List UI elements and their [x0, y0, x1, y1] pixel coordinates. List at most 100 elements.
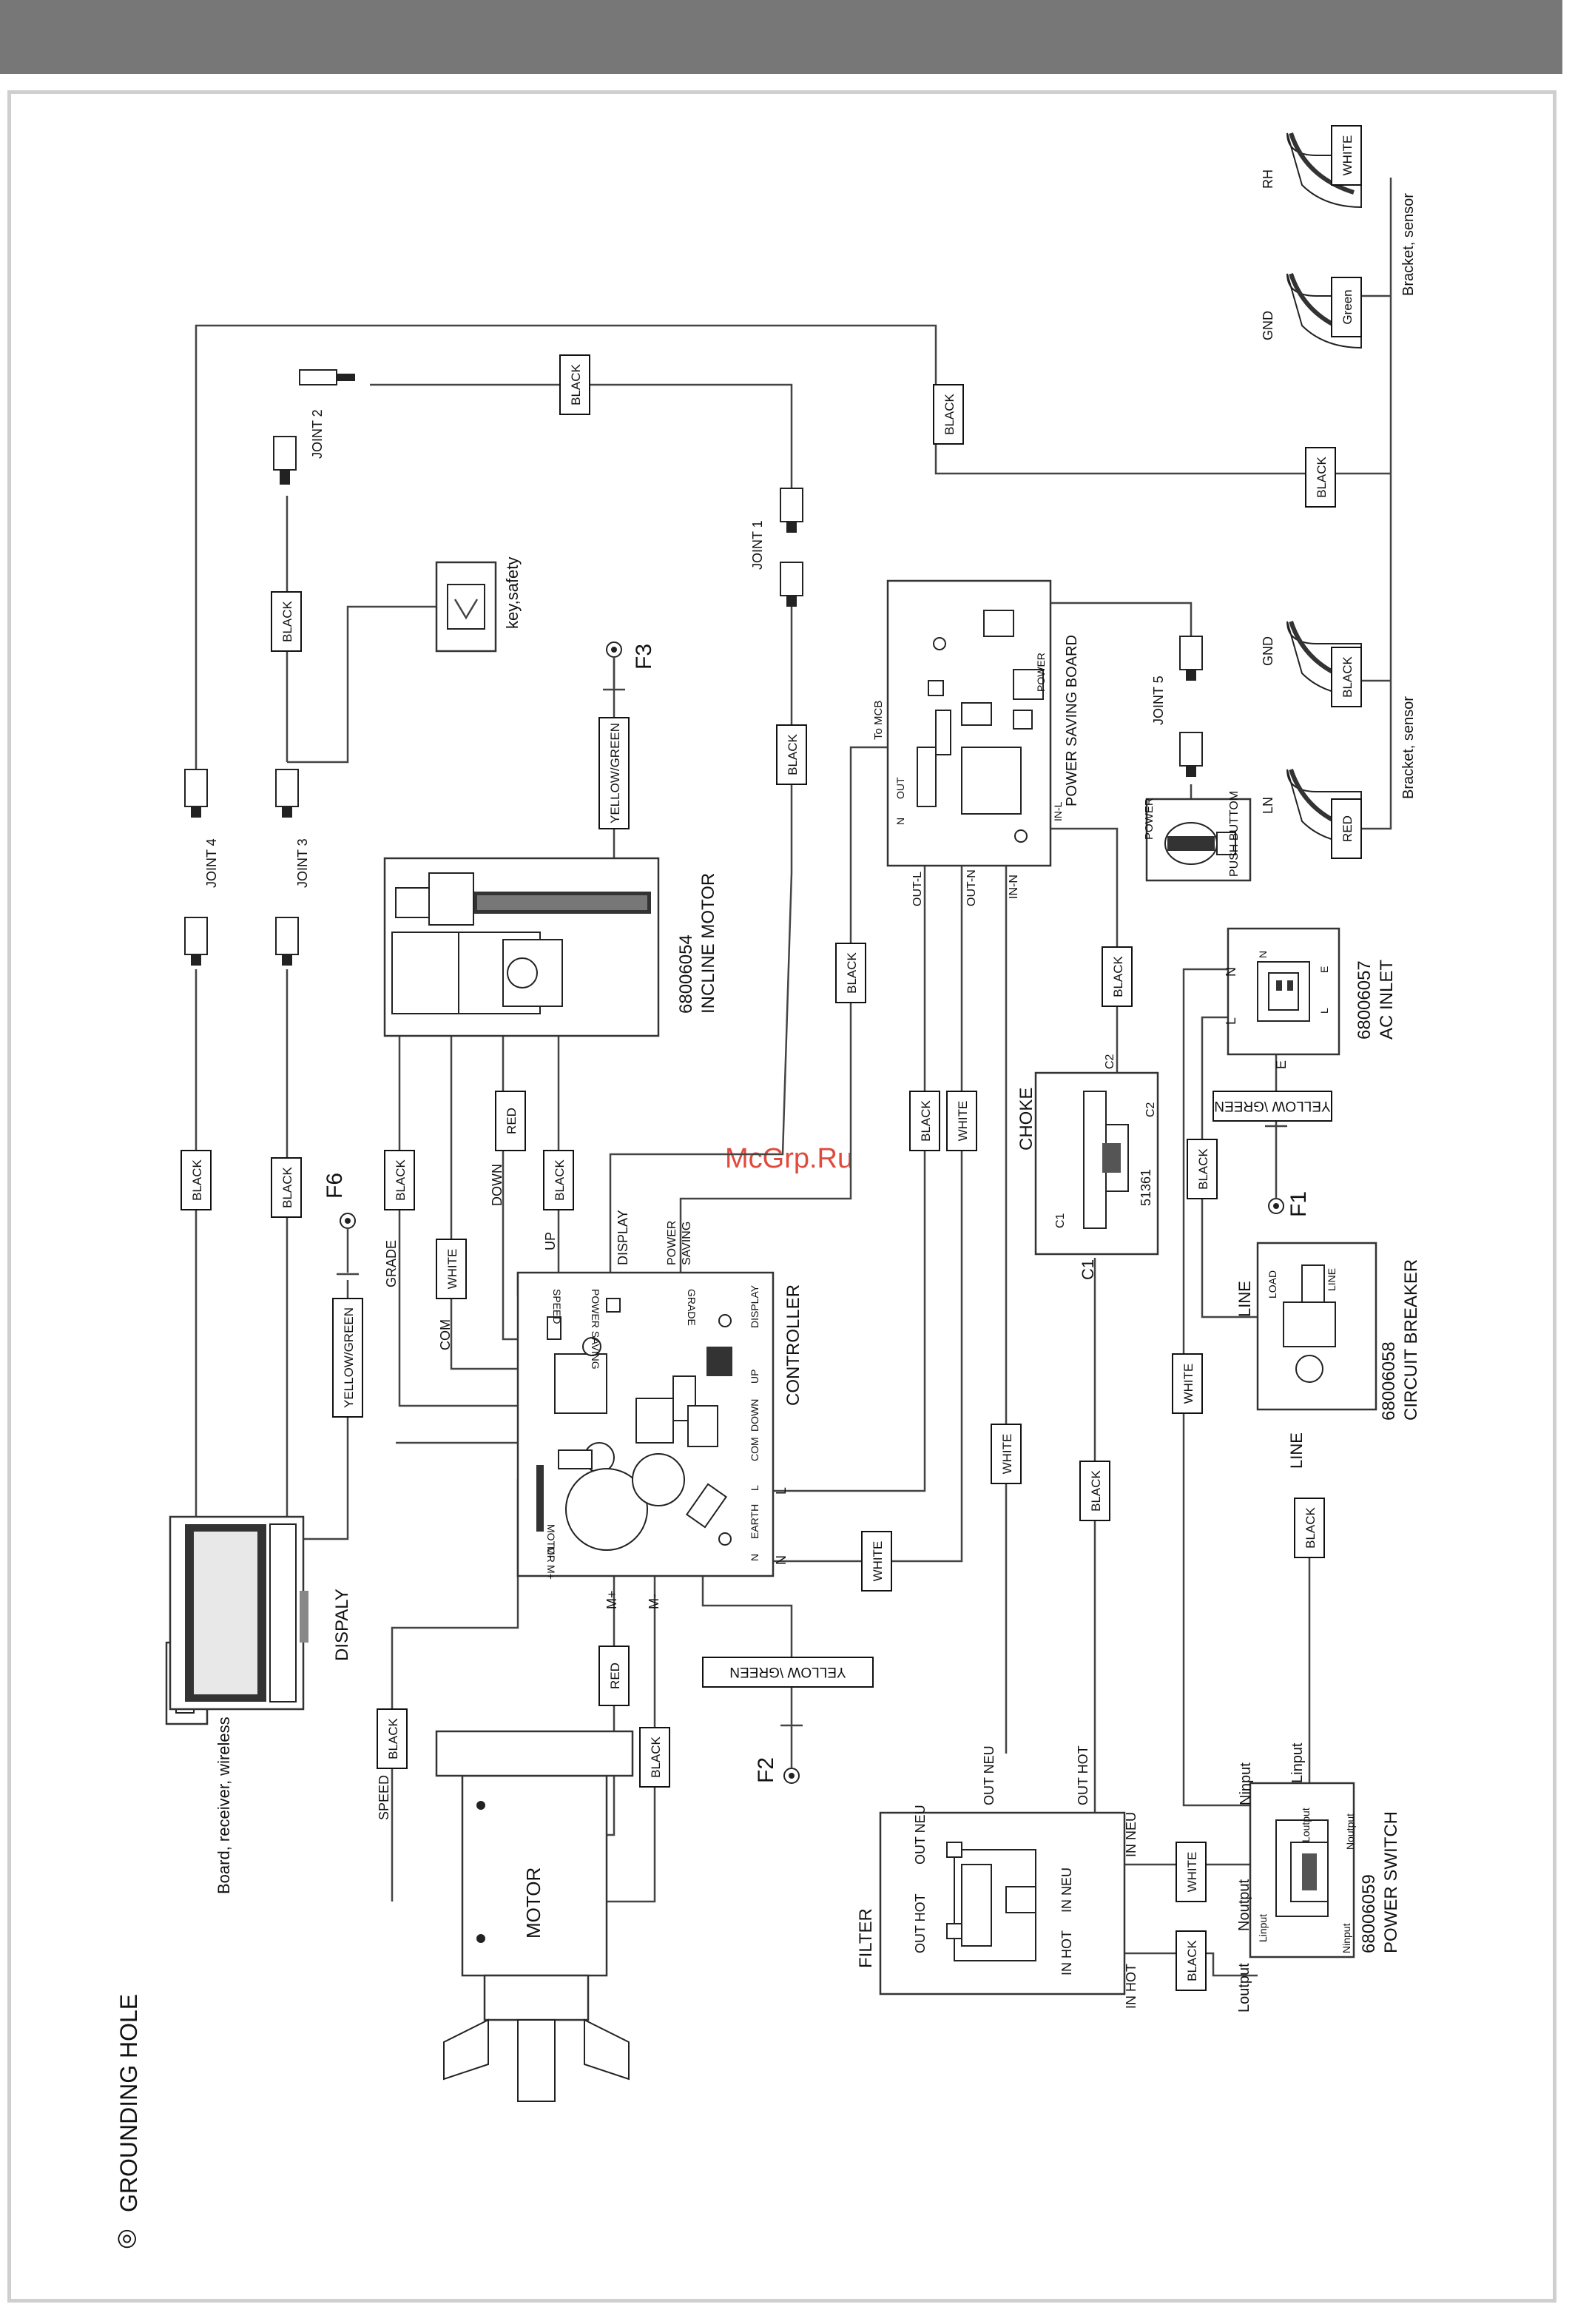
tag-white-outn: WHITE [946, 1091, 977, 1151]
svg-text:E: E [1318, 966, 1330, 973]
incline-motor [383, 857, 660, 1037]
svg-text:POWER: POWER [666, 1221, 678, 1265]
svg-text:Ninput: Ninput [1238, 1762, 1254, 1805]
svg-text:COM: COM [749, 1437, 760, 1461]
svg-text:N: N [749, 1554, 760, 1561]
joint-5a-connector [1179, 636, 1203, 681]
joint-3-label: JOINT 3 [295, 838, 310, 888]
joint-2-label: JOINT 2 [310, 409, 325, 459]
svg-text:Noutput: Noutput [1344, 1813, 1356, 1850]
svg-text:POWER: POWER [1143, 798, 1156, 840]
svg-text:M-: M- [647, 1594, 661, 1609]
power-switch [1249, 1782, 1355, 1958]
svg-text:Noutput: Noutput [1236, 1879, 1252, 1931]
svg-text:RED: RED [505, 1108, 519, 1134]
svg-text:Ninput: Ninput [1340, 1923, 1352, 1953]
svg-text:BLACK: BLACK [649, 1736, 663, 1777]
svg-text:OUT HOT: OUT HOT [1076, 1745, 1090, 1805]
switch-code: 68006059 [1359, 1874, 1379, 1953]
tag-black-outl: BLACK [909, 1091, 940, 1151]
power-saving-board [886, 579, 1052, 867]
svg-text:N: N [774, 1555, 789, 1565]
svg-text:BLACK: BLACK [942, 393, 957, 434]
filter [879, 1811, 1126, 1995]
svg-text:GRADE: GRADE [384, 1240, 399, 1287]
controller-board [516, 1271, 775, 1577]
incline-code: 68006054 [676, 934, 696, 1014]
svg-text:POWER: POWER [1035, 653, 1047, 692]
svg-text:BLACK: BLACK [190, 1159, 204, 1200]
svg-text:BLACK: BLACK [1315, 456, 1329, 497]
svg-text:Green: Green [1340, 289, 1355, 324]
svg-text:L: L [1224, 1017, 1238, 1025]
svg-text:BLACK: BLACK [1111, 955, 1125, 997]
ground-f2 [780, 1724, 803, 1784]
choke-code: 51361 [1139, 1169, 1153, 1206]
svg-text:N: N [1224, 967, 1238, 977]
svg-text:BLACK: BLACK [845, 952, 859, 993]
wires [195, 178, 1392, 1977]
tag-black-mminus: BLACK [639, 1727, 670, 1788]
svg-text:RED: RED [1340, 815, 1355, 842]
joint-3a-connector [275, 769, 299, 818]
bracket-label-1: Bracket, sensor [1400, 193, 1417, 296]
svg-text:DISPLAY: DISPLAY [615, 1210, 630, 1265]
svg-text:M+: M+ [604, 1590, 619, 1609]
tag-black-filter: BLACK [1176, 1930, 1207, 1991]
svg-text:GND: GND [1261, 636, 1275, 666]
svg-text:L: L [749, 1485, 760, 1491]
push-button [1145, 798, 1252, 882]
svg-text:OUT NEU: OUT NEU [913, 1805, 928, 1865]
svg-text:RED: RED [608, 1663, 622, 1689]
svg-text:BLACK: BLACK [1303, 1506, 1318, 1548]
tag-black-gnd: BLACK [1331, 647, 1362, 707]
svg-text:LINE: LINE [1235, 1281, 1254, 1317]
tag-black-2: BLACK [933, 384, 964, 445]
motor-label: MOTOR [522, 1867, 544, 1939]
svg-text:C1: C1 [1054, 1213, 1067, 1228]
svg-text:BLACK: BLACK [394, 1159, 408, 1200]
tag-white-filter: WHITE [1176, 1842, 1207, 1902]
svg-text:IN NEU: IN NEU [1059, 1867, 1074, 1913]
svg-text:BLACK: BLACK [1340, 656, 1355, 697]
pushbtn-label: PUSH BUTTOM [1228, 791, 1241, 877]
wire-color-tags: BLACK BLACK BLACK BLACK BLACK YELLOW/GRE… [181, 125, 1362, 1991]
svg-text:M-: M- [545, 1546, 557, 1559]
joint-1b-connector [780, 562, 803, 607]
joint-4-label: JOINT 4 [204, 838, 219, 888]
tag-yellow-green-f3: YELLOW/GREEN [598, 717, 630, 829]
joint-4b-connector [184, 917, 208, 966]
switch-label: POWER SWITCH [1381, 1811, 1401, 1953]
svg-text:Loutput: Loutput [1236, 1963, 1252, 2013]
svg-text:COM: COM [438, 1319, 453, 1350]
tag-black-5: BLACK [776, 724, 807, 785]
choke-label: CHOKE [1016, 1088, 1036, 1151]
svg-text:IN NEU: IN NEU [1124, 1812, 1139, 1857]
display-unit [169, 1515, 308, 1711]
svg-text:RH: RH [1261, 169, 1275, 189]
tag-white-2: WHITE [991, 1424, 1022, 1484]
legend-text: GROUNDING HOLE [115, 1994, 142, 2212]
joint-1-label: JOINT 1 [750, 520, 765, 570]
svg-text:OUT-N: OUT-N [965, 869, 978, 906]
tag-white-1: WHITE [1172, 1353, 1203, 1414]
ground-symbols [337, 641, 1287, 1784]
svg-text:DISPLAY: DISPLAY [749, 1284, 760, 1328]
svg-text:Linput: Linput [1257, 1914, 1269, 1942]
svg-text:C2: C2 [1104, 1054, 1116, 1069]
svg-text:GND: GND [1261, 311, 1275, 340]
svg-text:L: L [1318, 1008, 1330, 1014]
svg-text:DOWN: DOWN [490, 1164, 505, 1206]
svg-text:YELLOW \GREEN: YELLOW \GREEN [729, 1664, 846, 1680]
svg-text:WHITE: WHITE [1340, 135, 1355, 176]
svg-text:WHITE: WHITE [956, 1101, 970, 1142]
breaker-code: 68006058 [1379, 1341, 1399, 1421]
svg-text:IN-N: IN-N [1008, 875, 1020, 899]
svg-text:WHITE: WHITE [1000, 1434, 1014, 1475]
svg-text:LINE: LINE [1326, 1268, 1338, 1291]
svg-text:BLACK: BLACK [1185, 1939, 1199, 1981]
inlet-code: 68006057 [1355, 960, 1375, 1040]
svg-text:SPEED: SPEED [551, 1289, 563, 1324]
ground-f1 [1265, 1125, 1287, 1214]
